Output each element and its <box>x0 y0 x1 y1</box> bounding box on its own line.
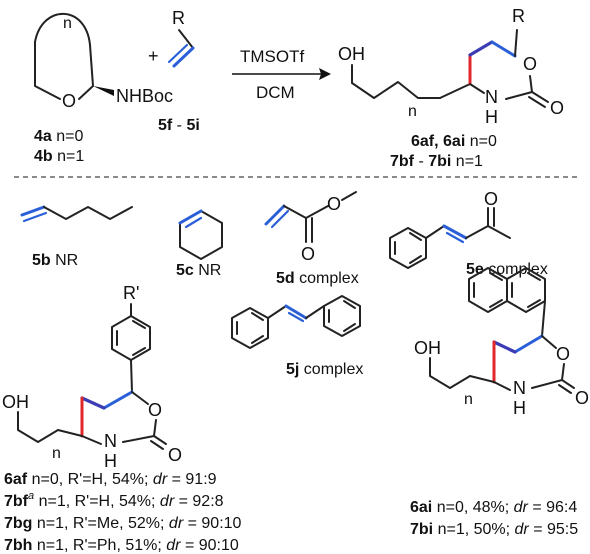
substrate-5d-label: 5d complex <box>276 270 359 287</box>
alkene-r-group: R <box>172 8 185 28</box>
right-chain-n: n <box>464 391 473 408</box>
product-left-structure: R' O O N H n OH <box>2 283 182 471</box>
product-nh-hydrogen: H <box>485 107 498 127</box>
result-row-7bf: 7bfa n=1, R'=H, 54%; dr = 92:8 <box>4 490 224 510</box>
result-row-7bh: 7bh n=1, R'=Ph, 51%; dr = 90:10 <box>4 537 239 554</box>
product-7-label: 7bf - 7bi n=1 <box>390 153 483 170</box>
right-ring-oxygen: O <box>556 344 570 364</box>
left-nitrogen: N <box>104 431 117 451</box>
compound-5f-5i-label: 5f - 5i <box>158 117 200 134</box>
product-6-label: 6af, 6ai n=0 <box>411 133 497 150</box>
right-hydroxyl: OH <box>414 338 441 358</box>
substrate-5j: 5j complex <box>231 295 363 378</box>
aryl-rprime-group: R' <box>123 283 139 303</box>
right-nh-hydrogen: H <box>513 398 526 418</box>
substrate-5d: O O 5d complex <box>264 191 359 287</box>
substrate-5c-label: 5c NR <box>176 262 221 279</box>
left-carbonyl-oxygen: O <box>168 445 182 465</box>
right-carbonyl-oxygen: O <box>575 388 589 408</box>
right-nitrogen: N <box>513 378 526 398</box>
result-row-7bg: 7bg n=1, R'=Me, 52%; dr = 90:10 <box>4 515 242 532</box>
product-nitrogen: N <box>485 87 498 107</box>
ring-oxygen: O <box>62 91 76 111</box>
result-row-6ai: 6ai n=0, 48%; dr = 96:4 <box>410 499 577 516</box>
product-chain-n: n <box>408 103 417 120</box>
product-hydroxyl: OH <box>338 44 365 64</box>
ester-ether-oxygen: O <box>327 194 341 214</box>
product-left-results: 6af n=0, R'=H, 54%; dr = 91:9 7bfa n=1, … <box>4 471 242 554</box>
substrate-5e: O 5e complex <box>389 189 548 278</box>
result-row-7bi: 7bi n=1, 50%; dr = 95:5 <box>410 521 578 538</box>
starting-material-4: n O NHBoc 4a n=0 4b n=1 <box>34 12 173 165</box>
product-ring-oxygen: O <box>523 54 537 74</box>
product-carbonyl-oxygen: O <box>550 98 564 118</box>
plus-sign: + <box>148 46 159 66</box>
solvent-label: DCM <box>256 83 295 102</box>
alkene-5: R 5f - 5i <box>158 8 200 134</box>
product-right-results: 6ai n=0, 48%; dr = 96:4 7bi n=1, 50%; dr… <box>410 499 578 538</box>
product-6-7: OH n R O N H O 6af, 6ai n=0 7bf - 7bi n=… <box>338 6 564 170</box>
compound-4a-label: 4a n=0 <box>34 128 83 145</box>
left-hydroxyl: OH <box>2 392 29 412</box>
nhboc-group: NHBoc <box>116 86 173 106</box>
left-nh-hydrogen: H <box>104 451 117 471</box>
substrate-5b-label: 5b NR <box>32 252 78 269</box>
substrate-5j-label: 5j complex <box>286 361 363 378</box>
ring-size-n: n <box>63 15 72 32</box>
reaction-arrow: TMSOTf DCM <box>232 47 331 102</box>
product-r-group: R <box>512 6 525 26</box>
ketone-oxygen: O <box>484 189 498 209</box>
ester-carbonyl-oxygen: O <box>301 244 315 264</box>
product-right-structure: O O N H n OH <box>414 267 589 418</box>
substrate-5c: 5c NR <box>176 209 223 279</box>
wedge-bond <box>93 86 114 96</box>
left-ring-oxygen: O <box>148 400 162 420</box>
reagent-label: TMSOTf <box>240 47 304 66</box>
left-chain-n: n <box>52 445 61 462</box>
compound-4b-label: 4b n=1 <box>34 148 84 165</box>
result-row-6af: 6af n=0, R'=H, 54%; dr = 91:9 <box>4 471 217 488</box>
substrate-5e-label: 5e complex <box>466 261 548 278</box>
substrate-5b: 5b NR <box>20 205 133 269</box>
